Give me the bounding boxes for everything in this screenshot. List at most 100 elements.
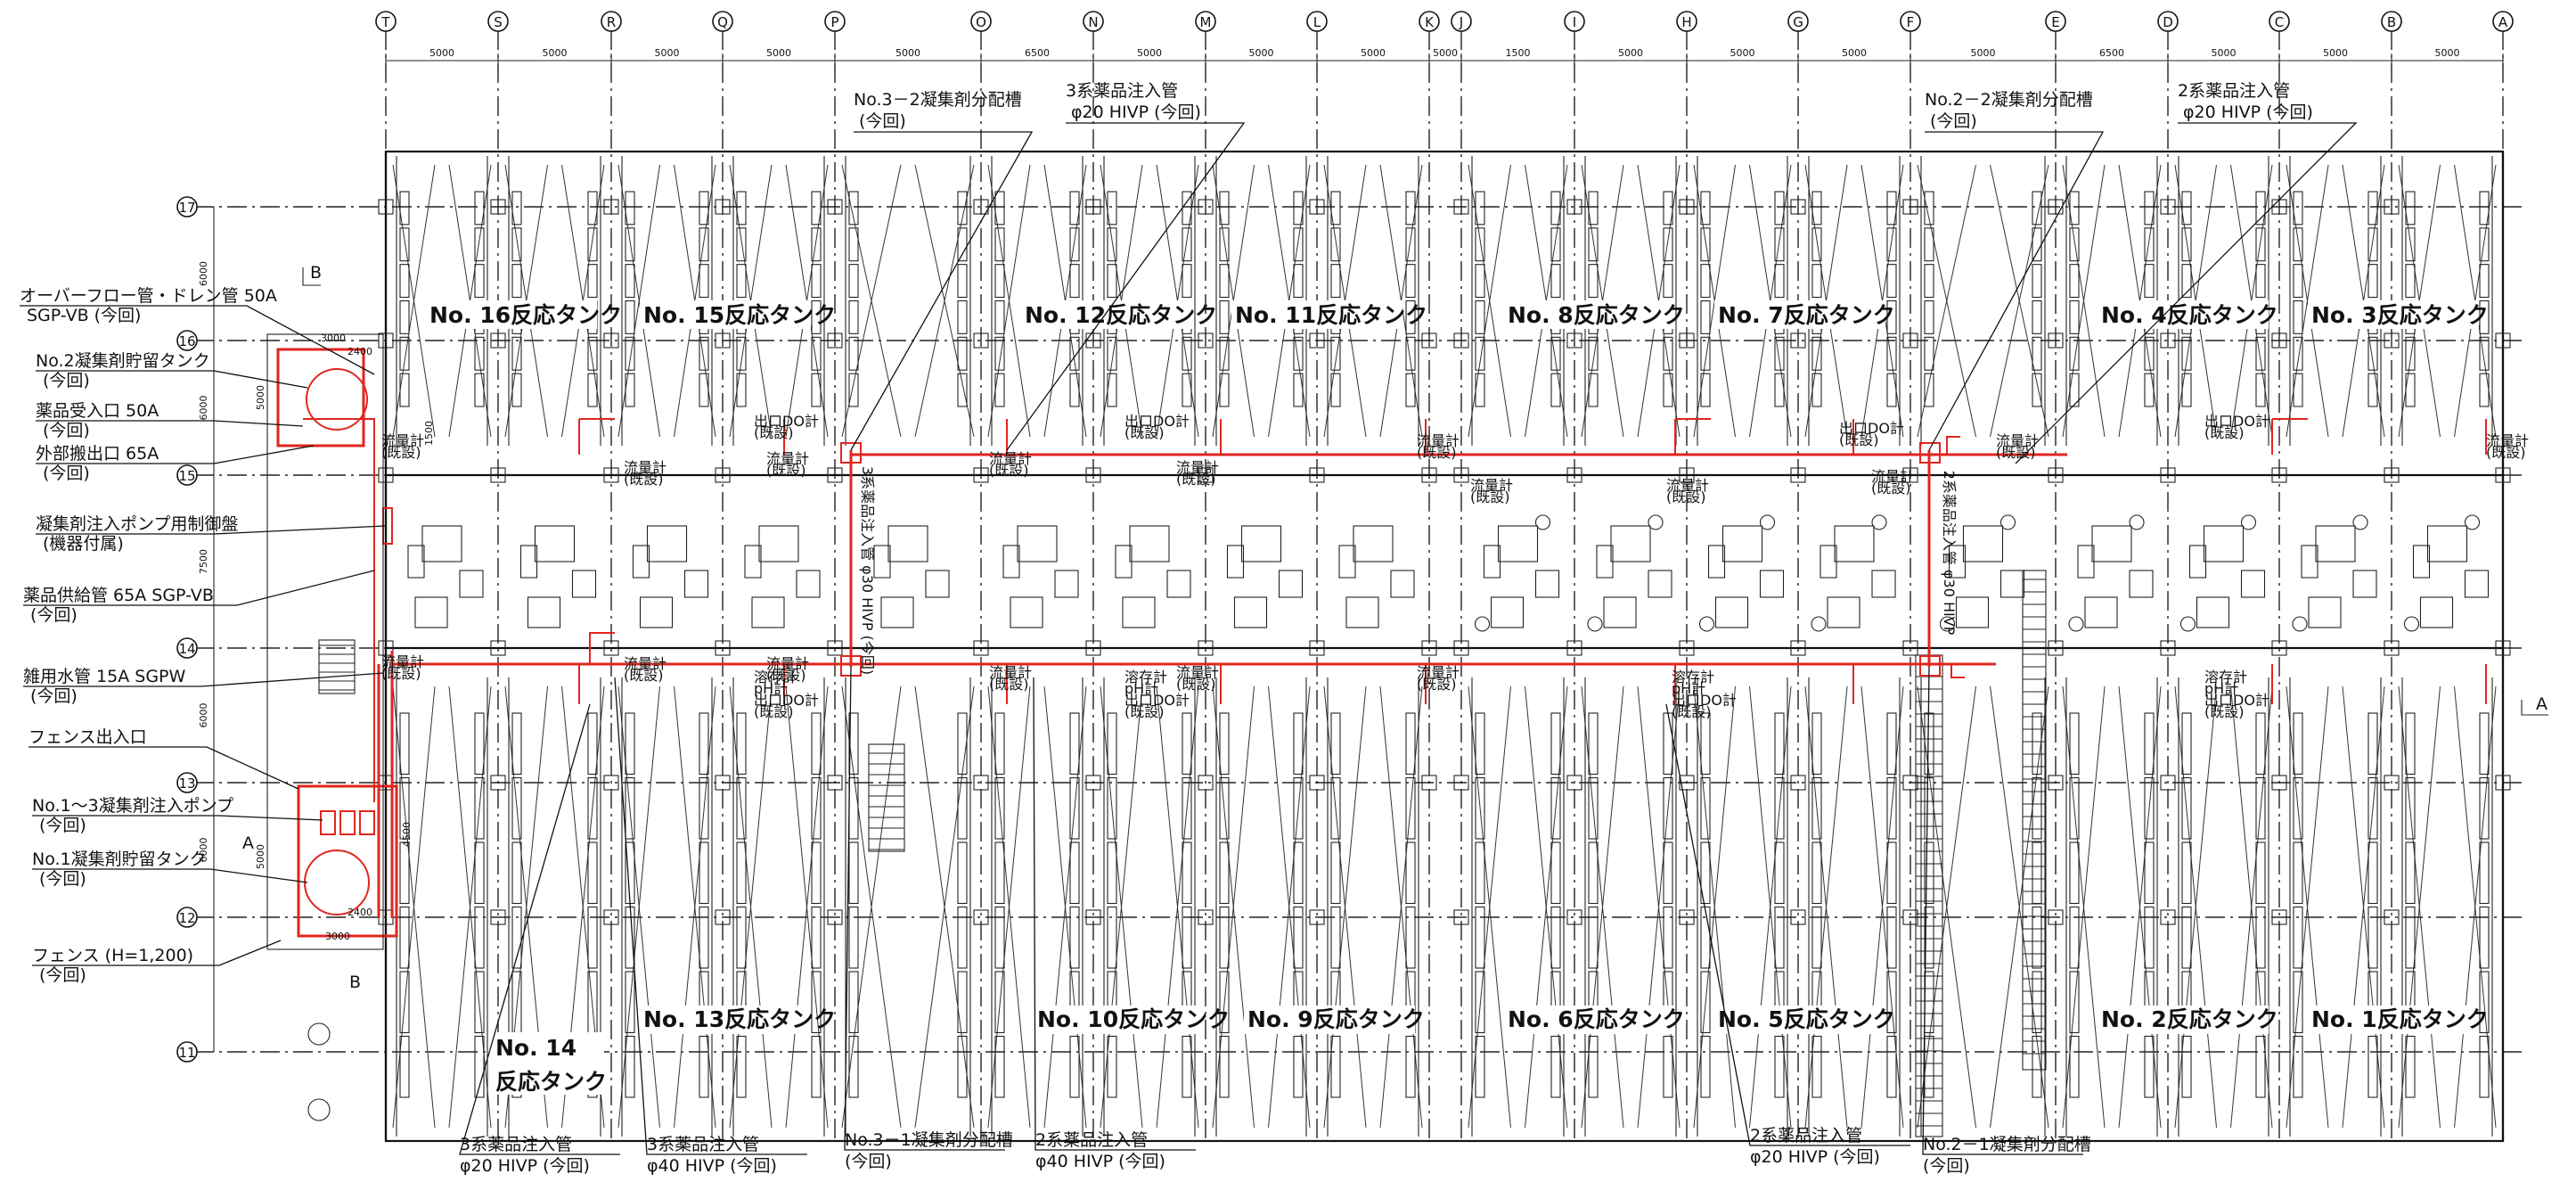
diffuser-strip	[1293, 906, 1304, 969]
column-post	[603, 332, 619, 349]
column-post	[2160, 640, 2176, 656]
diffuser-strip	[1107, 336, 1117, 371]
gallery-machine	[2240, 570, 2266, 598]
dimension-value: 5000	[1842, 47, 1867, 59]
diffuser-strip	[1924, 906, 1934, 969]
bottom-callout-title: 3系薬品注入管	[460, 1135, 572, 1154]
diffuser-strip	[1107, 373, 1117, 407]
diffuser-strip	[1293, 841, 1304, 905]
column-post	[1421, 775, 1437, 791]
column-post	[1790, 467, 1806, 483]
top-callout-note: φ20 HIVP (今回)	[2183, 103, 2313, 122]
diffuser-strip	[1182, 227, 1192, 262]
column-post	[2048, 332, 2064, 349]
column-post	[973, 909, 989, 925]
left-callout-note: SGP-VB (今回)	[27, 306, 141, 325]
gallery-valve	[1811, 616, 1827, 632]
diffuser-strip	[2255, 264, 2266, 299]
flow-meter-note: (既設)	[1176, 676, 1216, 693]
diffuser-strip	[1475, 712, 1485, 776]
leader-line	[1006, 122, 1246, 451]
diffuser-strip	[399, 906, 410, 969]
column-grid-bubble	[1676, 11, 1697, 32]
diffuser-strip	[2032, 264, 2042, 299]
diffuser-strip	[1069, 373, 1080, 407]
diffuser-strip	[2144, 906, 2155, 969]
diffuser-strip	[474, 776, 485, 840]
diffuser-strip	[1811, 336, 1822, 371]
section-mark: B	[349, 973, 361, 992]
multi-meter-label: pH計	[1672, 680, 1705, 697]
diffuser-strip	[1330, 373, 1341, 407]
column-post	[1566, 775, 1582, 791]
diffuser-strip	[2255, 712, 2266, 776]
gallery-machine	[1962, 525, 2004, 562]
column-post	[1679, 467, 1695, 483]
section-mark: A	[2536, 694, 2547, 714]
diffuser-strip	[2479, 776, 2490, 840]
bottom-callout-title: No.2－1凝集剤分配槽	[1923, 1135, 2091, 1154]
leader-line	[2015, 122, 2358, 464]
left-callout-title: 外部搬出口 65A	[36, 444, 159, 464]
column-post	[378, 199, 394, 215]
tank-label-top: No. 15反応タンク	[643, 302, 836, 328]
diffuser-strip	[1107, 191, 1117, 226]
dimension-value: 5000	[655, 47, 680, 59]
multi-meter-label: 溶存計	[2204, 669, 2247, 685]
gallery-machine	[1017, 525, 1058, 562]
diffuser-strip	[957, 971, 968, 1034]
diffuser-strip	[1475, 264, 1485, 299]
diffuser-strip	[2069, 300, 2080, 334]
diffuser-strip	[2069, 712, 2080, 776]
diffuser-strip	[1219, 300, 1230, 334]
diffuser-strip	[2181, 712, 2192, 776]
gallery-machine	[1721, 525, 1763, 562]
column-grid-letter: O	[976, 14, 986, 30]
flow-meter-label: 流量計	[766, 655, 809, 672]
column-post	[1198, 332, 1214, 349]
diffuser-strip	[2255, 776, 2266, 840]
diffuser-strip	[2032, 776, 2042, 840]
diffuser-strip	[587, 971, 598, 1034]
column-grid-bubble	[970, 11, 992, 32]
diffuser-strip	[399, 712, 410, 776]
diffuser-strip	[2293, 264, 2303, 299]
diffuser-strip	[1700, 971, 1711, 1034]
column-post	[827, 199, 843, 215]
flow-meter-note: (既設)	[1417, 676, 1457, 693]
gallery-machine	[1353, 525, 1394, 562]
tank-label-bg	[640, 300, 811, 329]
gallery-machine	[407, 545, 425, 579]
tank-label-top: No. 7反応タンク	[1718, 302, 1895, 328]
column-post	[1566, 909, 1582, 925]
row-dimension-value: 6000	[198, 396, 209, 421]
diffuser-strip	[699, 227, 709, 262]
diffuser-strip	[699, 712, 709, 776]
diffuser-strip	[2032, 712, 2042, 776]
column-post	[1309, 332, 1325, 349]
diffuser-strip	[1330, 227, 1341, 262]
column-grid-bubble	[601, 11, 622, 32]
tank-label-bottom: No. 5反応タンク	[1718, 1006, 1895, 1032]
column-grid-bubble	[2492, 11, 2514, 32]
gallery-machine	[2196, 596, 2230, 628]
diffuser-strip	[848, 336, 859, 371]
diffuser-strip	[1774, 191, 1785, 226]
column-post	[2160, 199, 2176, 215]
diffuser-strip	[625, 1035, 635, 1098]
tank-label-14-line2: 反応タンク	[495, 1069, 607, 1095]
row-grid-bubble	[176, 330, 198, 351]
column-post	[1790, 909, 1806, 925]
column-grid-bubble	[1564, 11, 1585, 32]
column-grid-bubble	[2157, 11, 2179, 32]
diffuser-strip	[1330, 191, 1341, 226]
diffuser-strip	[2367, 264, 2378, 299]
reaction-tanks	[378, 150, 2511, 1143]
column-grid-bubble	[1083, 11, 1104, 32]
column-grid-letter: E	[2051, 14, 2059, 30]
column-post	[2160, 332, 2176, 349]
column-grid-bubble	[1451, 11, 1472, 32]
diffuser-strip	[511, 776, 522, 840]
pipe-stub	[1950, 664, 1965, 678]
column-grid-letter: M	[1200, 14, 1212, 30]
